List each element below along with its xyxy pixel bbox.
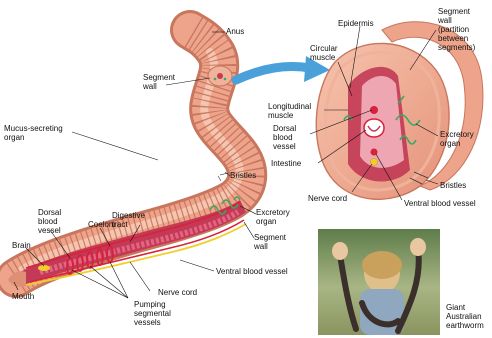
label-photo-caption: Giant Australian earthworm [446,303,484,330]
label-brain: Brain [12,241,31,250]
label-ventral-left: Ventral blood vessel [216,267,288,276]
magnify-arrow [236,67,310,81]
label-intestine: Intestine [271,159,301,168]
label-longitudinal-muscle: Longitudinal muscle [268,102,311,120]
label-excretory-right: Excretory organ [440,130,474,148]
label-nerve-cord-right: Nerve cord [308,194,347,203]
label-epidermis: Epidermis [338,19,374,28]
label-dorsal-left: Dorsal blood vessel [38,208,61,235]
label-segment-wall-top: Segment wall [143,73,175,91]
earthworm-photo [318,229,440,335]
label-circular-muscle: Circular muscle [310,44,338,62]
label-pumping-vessels: Pumping segmental vessels [134,300,171,327]
label-segment-wall-right: Segment wall (partition between segments… [438,7,475,52]
label-dorsal-right: Dorsal blood vessel [273,124,296,151]
label-nerve-cord-left: Nerve cord [158,288,197,297]
label-bristles-right: Bristles [440,181,466,190]
label-bristles-left: Bristles [230,171,256,180]
label-segment-wall-left: Segment wall [254,233,286,251]
label-digestive-tract: Digestive tract [112,211,145,229]
label-excretory-left: Excretory organ [256,208,290,226]
label-mouth: Mouth [12,292,34,301]
label-mucus-organ: Mucus-secreting organ [4,124,63,142]
label-anus: Anus [226,27,244,36]
intestine-shape [364,119,384,137]
anus-opening [217,73,223,79]
label-ventral-right: Ventral blood vessel [404,199,476,208]
